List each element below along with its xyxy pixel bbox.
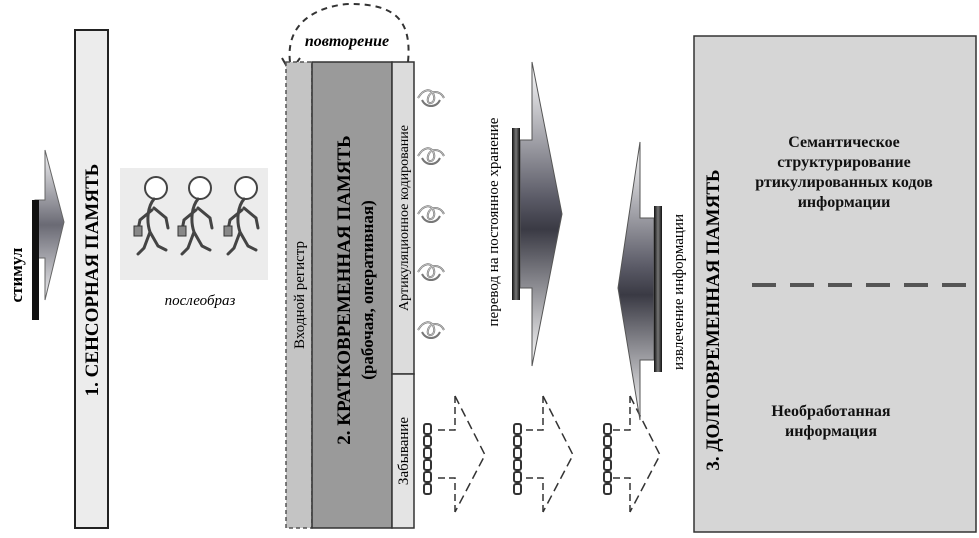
semantic-structuring-text: Семантическое структурирование ртикулиро… (755, 134, 933, 211)
retrieval-label: извлечение информации (671, 214, 687, 370)
stimulus-arrow (32, 149, 65, 320)
transfer-label: перевод на постоянное хранение (486, 117, 502, 326)
short-term-memory-sublabel: (рабочая, оперативная) (358, 200, 377, 380)
sensory-memory-block (74, 29, 109, 529)
retrieval-arrow (617, 141, 662, 421)
sensory-memory-label: 1. СЕНСОРНАЯ ПАМЯТЬ (82, 164, 103, 397)
input-register-block (285, 61, 313, 529)
short-term-memory-block (311, 61, 393, 529)
dashed-arrow-icon (438, 395, 661, 513)
afterimage-label: послеобраз (165, 293, 236, 309)
chain-icon (423, 423, 612, 495)
knot-icon (417, 89, 445, 339)
stimulus-label: стимул (7, 247, 26, 302)
walking-figures-icon (120, 168, 268, 280)
forgetting-block (391, 373, 415, 529)
articulatory-coding-label: Артикуляционное кодирование (397, 125, 412, 311)
input-register-label: Входной регистр (292, 241, 308, 349)
short-term-memory-label: 2. КРАТКОВРЕМЕННАЯ ПАМЯТЬ (334, 135, 355, 444)
long-term-memory-label: 3. ДОЛГОВРЕМЕННАЯ ПАМЯТЬ (703, 169, 724, 470)
raw-information-text: Необработанная информация (771, 403, 891, 440)
transfer-arrow (512, 61, 563, 367)
repetition-label: повторение (305, 33, 389, 50)
forgetting-label: Забывание (396, 417, 412, 485)
